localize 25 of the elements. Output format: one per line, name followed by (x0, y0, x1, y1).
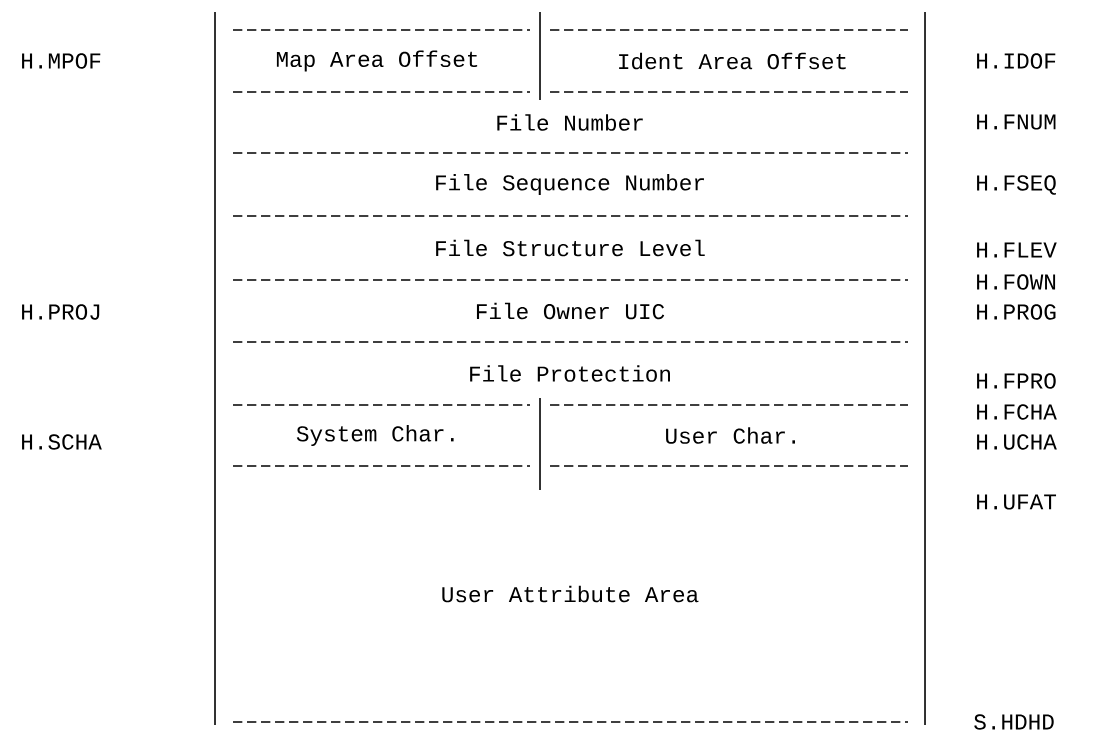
field-cell: User Char. (666, 427, 795, 444)
offset-label: H.UFAT (977, 494, 1057, 510)
offset-label: H.FOWN (977, 274, 1056, 290)
field-cell: File Owner UIC (476, 302, 665, 320)
offset-label: H.FSEQ (977, 175, 1056, 195)
offset-label: H.FLEV (977, 242, 1057, 258)
offset-label: H.FPRO (977, 373, 1056, 389)
offset-label: H.FCHA (977, 404, 1057, 420)
field-cell: File Number (497, 114, 643, 131)
offset-label: H.FNUM (977, 114, 1056, 130)
field-cell: File Structure Level (436, 239, 705, 257)
offset-label: H.PROG (977, 304, 1056, 320)
offset-label: H.PROJ (22, 304, 100, 320)
offset-label: H.SCHA (22, 434, 102, 450)
offset-label: H.MPOF (22, 53, 101, 69)
field-cell: File Sequence Number (436, 173, 704, 196)
offset-label: H.IDOF (977, 53, 1056, 69)
field-cell: System Char. (296, 424, 454, 447)
field-cell: User Attribute Area (442, 585, 699, 603)
field-cell: Map Area Offset (276, 50, 478, 72)
offset-label: H.UCHA (977, 434, 1057, 450)
field-cell: File Protection (470, 365, 670, 382)
offset-label: S.HDHD (974, 714, 1054, 730)
record-frame (214, 11, 926, 726)
field-cell: Ident Area Offset (619, 52, 846, 70)
